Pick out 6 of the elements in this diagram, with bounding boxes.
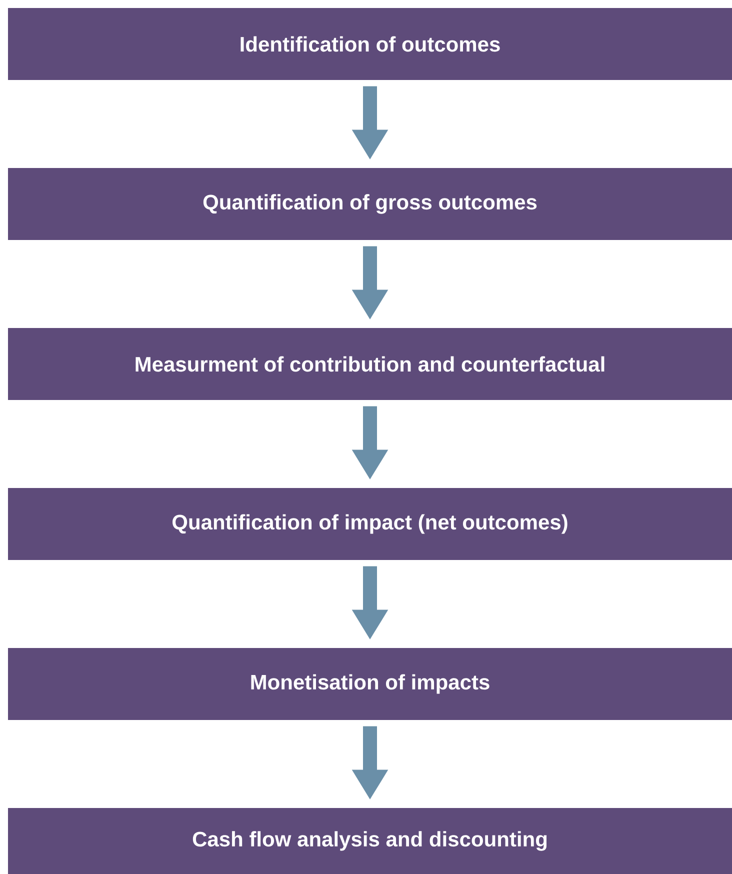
- process-box: Identification of outcomes: [8, 8, 732, 80]
- process-box: Monetisation of impacts: [8, 648, 732, 720]
- process-box: Quantification of gross outcomes: [8, 168, 732, 240]
- process-box: Quantification of impact (net outcomes): [8, 488, 732, 560]
- process-box: Measurment of contribution and counterfactual: [8, 328, 732, 400]
- process-box: Cash flow analysis and discounting: [8, 808, 732, 874]
